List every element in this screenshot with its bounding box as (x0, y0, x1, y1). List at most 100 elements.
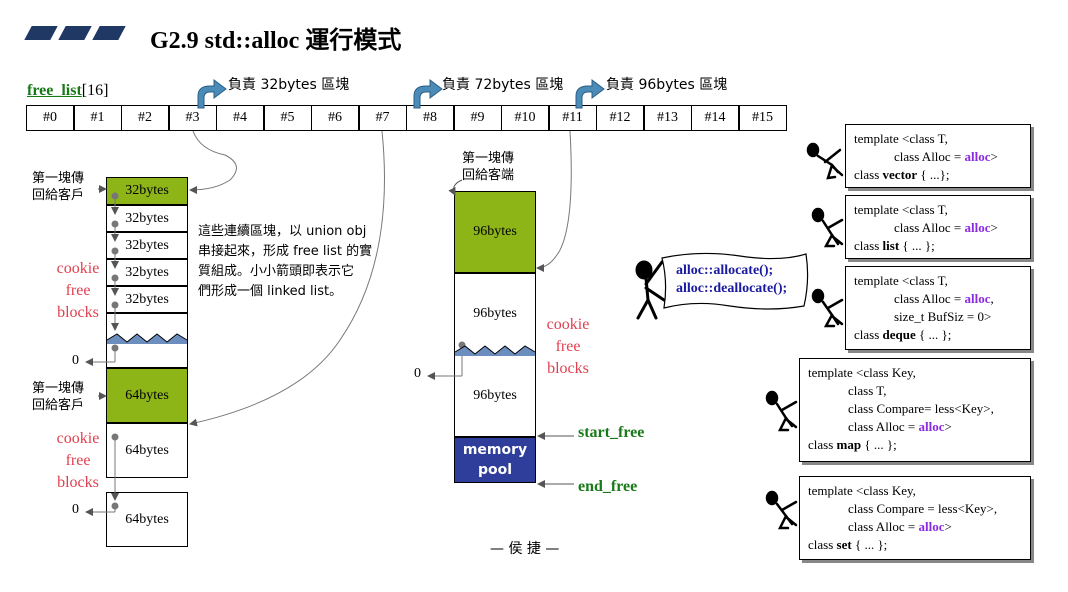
block-32-first: 32bytes (106, 177, 188, 205)
code-line: class Alloc = alloc, (854, 290, 1022, 308)
stick-figure-list-icon (811, 207, 844, 248)
code-text: { ... }; (915, 327, 952, 342)
code-text: { ... }; (861, 437, 897, 452)
code-text: > (944, 519, 952, 534)
free-list-name: free_list (27, 82, 82, 99)
end-free-label: end_free (578, 478, 638, 495)
container-name-map: map (836, 437, 862, 452)
block-64: 64bytes (106, 492, 188, 547)
container-name-vector: vector (882, 167, 918, 182)
first-block-label-32: 第一塊傳 回給客戶 (32, 171, 85, 203)
code-text: class (808, 437, 837, 452)
curved-arrow-72 (413, 79, 443, 109)
template-set-box: template <class Key, class Compare = les… (799, 476, 1031, 560)
stick-figure-banner-icon (635, 260, 666, 320)
code-line: class list { ... }; (854, 237, 1022, 255)
code-line: size_t BufSiz = 0> (894, 309, 992, 324)
template-map-box: template <class Key, class T, class Comp… (799, 358, 1031, 462)
code-line: template <class T, (854, 202, 948, 217)
code-line: class vector { ...}; (854, 166, 1022, 184)
block-32: 32bytes (106, 205, 188, 232)
code-text: class Alloc = (894, 149, 965, 164)
memory-break-left (106, 333, 188, 344)
code-line: class map { ... }; (808, 436, 1022, 454)
free-list-slot: #14 (691, 105, 739, 131)
memory-pool: memory pool (454, 437, 536, 483)
free-list-slot: #6 (311, 105, 359, 131)
free-list-slot: #10 (501, 105, 549, 131)
free-list-slot: #7 (358, 105, 407, 131)
alloc-keyword: alloc (964, 220, 991, 235)
cookie-free-blocks-2: cookie free blocks (56, 430, 100, 491)
cookie-free-blocks-1: cookie free blocks (56, 260, 100, 321)
code-line: template <class Key, (808, 483, 916, 498)
pointer-3-to-32 (189, 130, 237, 194)
zero-null-3: 0 (414, 366, 421, 381)
container-name-set: set (836, 537, 852, 552)
code-text: class (854, 167, 883, 182)
block-32: 32bytes (106, 232, 188, 259)
code-text: class Alloc = (848, 419, 919, 434)
alloc-keyword: alloc (964, 149, 991, 164)
code-text: { ... }; (899, 238, 935, 253)
block-96: 96bytes (454, 355, 536, 437)
memory-break-middle (454, 345, 536, 356)
code-text: class Alloc = (894, 220, 965, 235)
code-text: > (990, 220, 998, 235)
block-32: 32bytes (106, 259, 188, 286)
code-line: template <class T, (854, 273, 948, 288)
pointer-7-to-64 (189, 130, 385, 427)
code-line: class deque { ... }; (854, 326, 1022, 344)
code-line: class Compare= less<Key>, (848, 401, 994, 416)
code-line: template <class T, (854, 131, 948, 146)
responsibility-96: 負責 96bytes 區塊 (606, 77, 728, 93)
stick-figure-vector-icon (806, 142, 844, 180)
code-line: class set { ... }; (808, 536, 1022, 554)
banner-flag (661, 252, 809, 310)
code-line: class Alloc = alloc> (808, 518, 1022, 536)
free-list-label: free_list[16] (27, 82, 108, 100)
free-list-slot: #11 (548, 105, 597, 131)
first-block-label-64: 第一塊傳 回給客戶 (32, 381, 85, 413)
code-text: , (990, 291, 994, 306)
zero-null-1: 0 (72, 353, 79, 368)
stick-figure-set-icon (765, 490, 798, 530)
alloc-keyword: alloc (964, 291, 991, 306)
free-list-slot: #12 (596, 105, 644, 131)
alloc-keyword: alloc (918, 519, 945, 534)
code-text: { ... }; (851, 537, 888, 552)
free-list-slot: #3 (168, 105, 217, 131)
free-list-slot: #8 (406, 105, 454, 131)
container-name-deque: deque (882, 327, 916, 342)
page-title: G2.9 std::alloc 運行模式 (150, 28, 402, 54)
code-text: > (990, 149, 998, 164)
code-text: > (944, 419, 952, 434)
free-list-size: [16] (81, 82, 109, 99)
cookie-free-blocks-3: cookie free blocks (546, 316, 590, 377)
block-64: 64bytes (106, 423, 188, 478)
code-line: class T, (848, 383, 887, 398)
start-free-label: start_free (578, 424, 645, 441)
container-name-list: list (882, 238, 900, 253)
alloc-calls: alloc::allocate(); alloc::deallocate(); (676, 262, 787, 298)
block-96: 96bytes (454, 273, 536, 355)
code-line: template <class Key, (808, 365, 916, 380)
free-list-slot: #1 (73, 105, 122, 131)
stick-figure-deque-icon (811, 288, 844, 328)
author-credit: — 侯 捷 — (490, 541, 560, 557)
first-block-label-96: 第一塊傳 回給客端 (462, 151, 515, 183)
template-vector-box: template <class T, class Alloc = alloc> … (845, 124, 1031, 188)
code-text: class Alloc = (894, 291, 965, 306)
free-list-slot: #5 (263, 105, 312, 131)
block-64-first: 64bytes (106, 368, 188, 423)
code-text: { ...}; (917, 167, 950, 182)
responsibility-72: 負責 72bytes 區塊 (442, 77, 564, 93)
code-text: class (854, 327, 883, 342)
stick-figure-map-icon (765, 390, 798, 432)
code-text: class (854, 238, 883, 253)
code-text: class Alloc = (848, 519, 919, 534)
free-list-slot: #15 (738, 105, 787, 131)
free-list-slot: #4 (216, 105, 264, 131)
pointer-11-to-96 (536, 130, 572, 272)
